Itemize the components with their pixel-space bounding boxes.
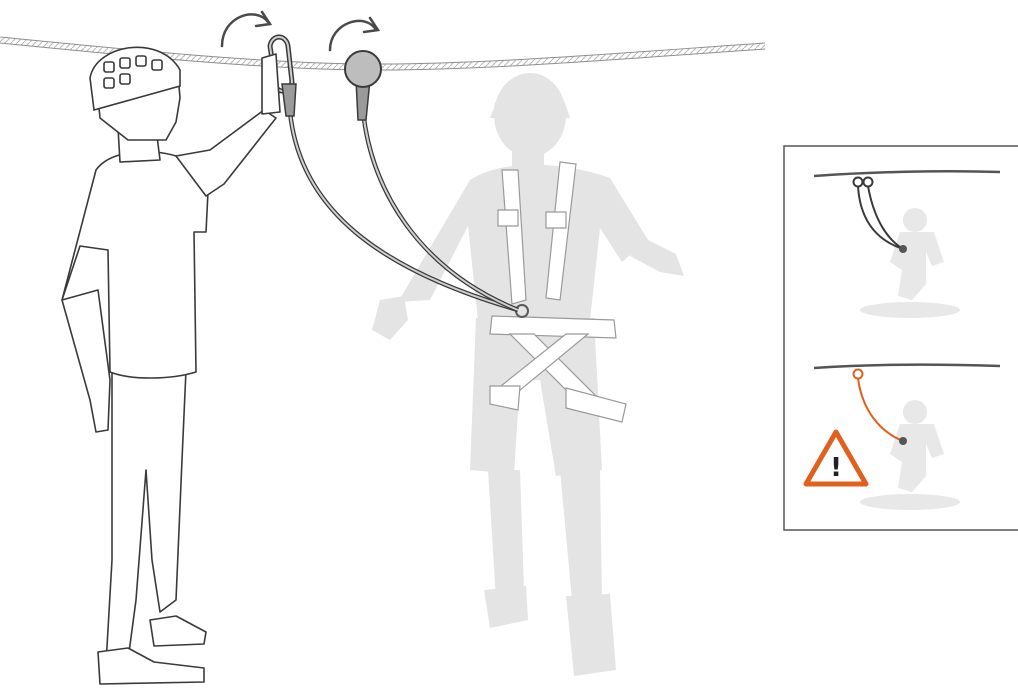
warning-glyph: ! <box>830 453 842 483</box>
pulley-device <box>345 51 381 120</box>
clockwise-arrow-icon <box>222 12 270 46</box>
clockwise-arrow-icon <box>330 18 378 50</box>
person-figure <box>62 54 280 684</box>
